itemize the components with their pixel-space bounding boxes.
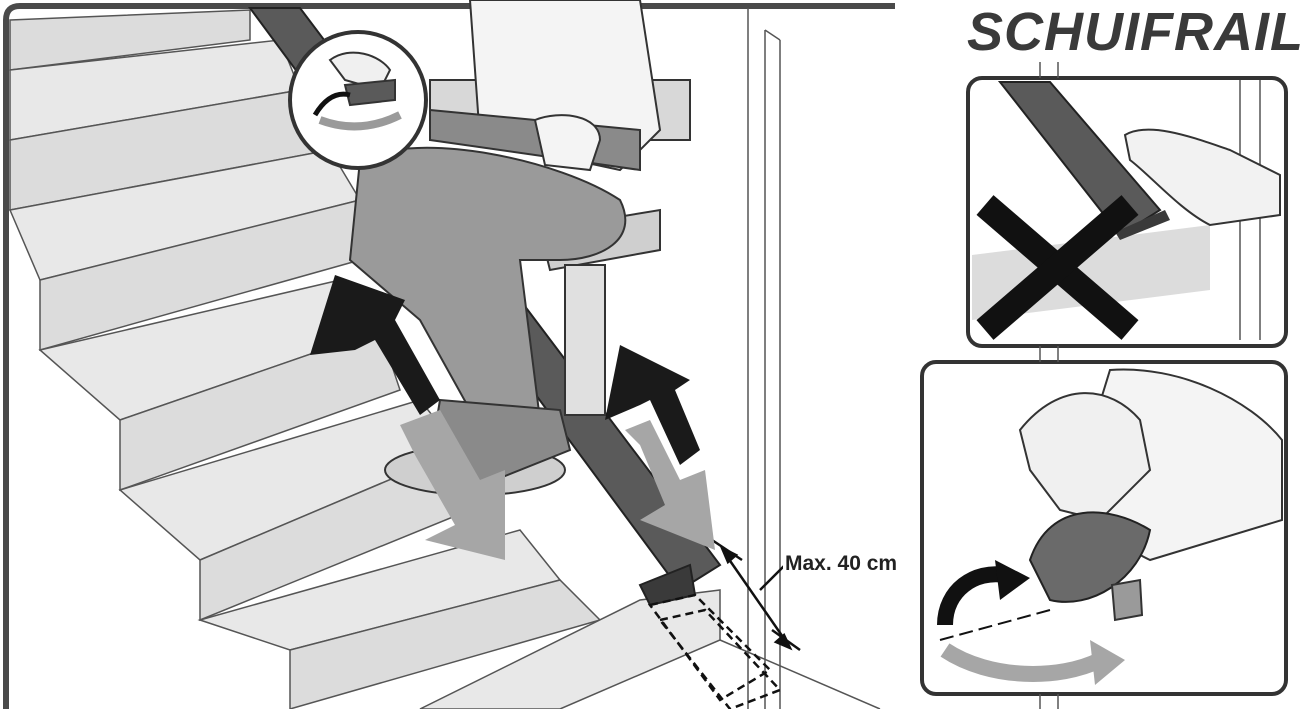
brand-title: SCHUIFRAIL: [967, 2, 1304, 62]
door-frame: [720, 8, 880, 709]
hand-detail-circle: [290, 32, 426, 168]
measurement-label: Max. 40 cm: [783, 552, 899, 576]
release-detail-panel: [922, 362, 1286, 694]
